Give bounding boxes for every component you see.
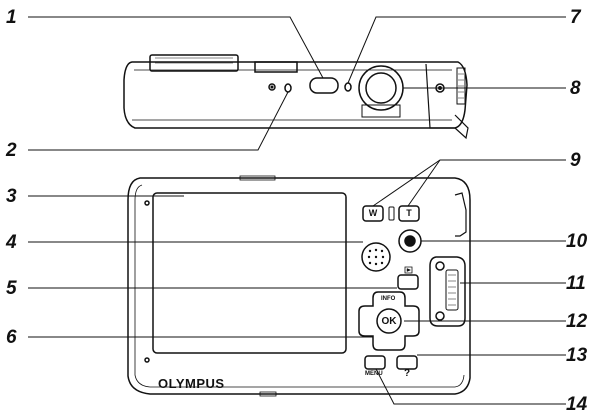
hinge-screw-top <box>435 261 445 271</box>
arrow-pad <box>358 291 420 351</box>
callout-10: 10 <box>566 231 588 252</box>
callout-8: 8 <box>570 78 581 99</box>
leader-1 <box>28 16 324 79</box>
callout-5: 5 <box>6 278 17 299</box>
callout-12: 12 <box>566 311 588 332</box>
leader-14 <box>375 368 566 405</box>
menu-button <box>364 355 386 370</box>
top-indicator-lamp <box>284 83 292 93</box>
back-screw-bottomleft <box>144 357 150 363</box>
playback-glyph-box <box>404 266 413 274</box>
top-mic-dot <box>270 85 274 89</box>
callout-13: 13 <box>566 345 588 366</box>
lcd-monitor <box>152 192 347 354</box>
power-dial-base <box>361 104 401 118</box>
top-hump <box>254 61 298 73</box>
brand-logo: OLYMPUS <box>158 376 225 391</box>
back-body-inner-edge <box>134 184 465 388</box>
leader-7 <box>347 16 566 84</box>
ok-button-ring <box>376 308 402 334</box>
zoom-t-label: T <box>406 208 412 218</box>
leader-lines <box>28 16 566 405</box>
bottom-slot <box>259 391 277 397</box>
leader-2 <box>28 91 289 151</box>
info-label: INFO <box>381 296 396 302</box>
zoom-t-button <box>398 205 420 222</box>
leader-9b <box>407 159 441 207</box>
hinge-grip <box>445 269 459 311</box>
callout-4: 4 <box>6 232 17 253</box>
top-mic-hole <box>268 83 276 91</box>
top-flash-window <box>149 54 239 72</box>
callout-6: 6 <box>6 327 17 348</box>
callout-9: 9 <box>570 150 581 171</box>
power-dial-inner <box>365 72 397 104</box>
zoom-w-label: W <box>368 208 378 218</box>
speaker-holes <box>367 248 385 266</box>
help-label: ? <box>404 368 411 379</box>
movie-button-dot <box>404 235 416 247</box>
back-body-outline <box>127 177 471 395</box>
playback-button <box>397 274 419 290</box>
back-top-groove <box>239 175 276 181</box>
strap-lug <box>425 63 469 140</box>
side-hinge <box>429 256 466 327</box>
callout-14: 14 <box>566 394 588 415</box>
playback-glyph-arrow <box>406 268 412 272</box>
callout-3: 3 <box>6 186 17 207</box>
ok-label: OK <box>381 316 397 327</box>
callout-11: 11 <box>566 273 586 294</box>
top-side-grip <box>456 67 466 105</box>
top-body-groove <box>132 69 452 121</box>
shutter-button-top <box>309 77 339 94</box>
top-side-grip-lines <box>458 73 464 99</box>
menu-label: MENU <box>365 371 383 377</box>
callout-1: 1 <box>6 7 17 28</box>
zoom-center-tick <box>388 206 395 221</box>
speaker-grille <box>361 242 391 272</box>
help-button <box>396 355 418 370</box>
side-strap-tab <box>454 192 467 237</box>
callout-7: 7 <box>570 7 581 28</box>
hinge-grip-lines <box>448 274 456 306</box>
hinge-screw-bottom <box>435 311 445 321</box>
back-screw-topleft <box>144 200 150 206</box>
top-small-lamp <box>344 82 352 92</box>
callout-2: 2 <box>6 140 17 161</box>
top-flash-shade <box>155 57 233 64</box>
